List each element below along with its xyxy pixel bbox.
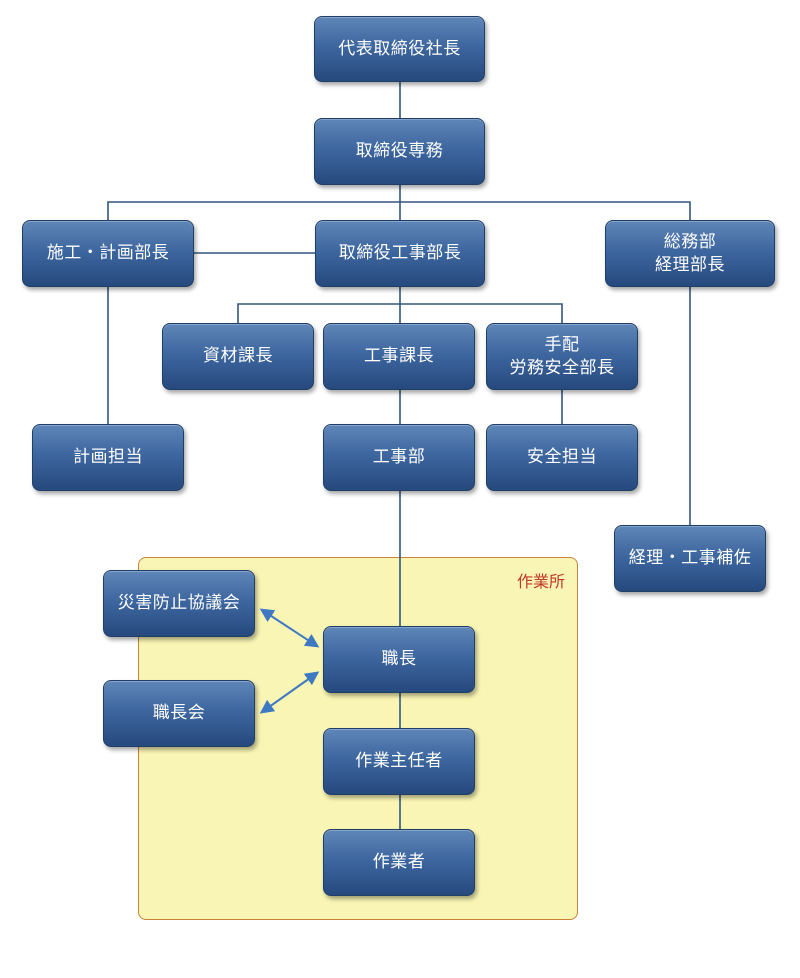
- node-general-affairs: 総務部 経理部長: [605, 220, 775, 287]
- node-work-supervisor: 作業主任者: [323, 728, 475, 795]
- node-accounting-assistant: 経理・工事補佐: [614, 525, 766, 592]
- node-worker: 作業者: [323, 829, 475, 896]
- line-top-branch: [107, 201, 691, 220]
- node-construction-director: 取締役工事部長: [315, 220, 485, 287]
- node-construction-chief: 工事課長: [323, 323, 475, 390]
- node-senior-director: 取締役専務: [314, 118, 485, 185]
- arrow-council-foreman: [259, 608, 320, 648]
- node-planning-staff: 計画担当: [32, 424, 184, 491]
- node-foreman: 職長: [323, 626, 475, 693]
- node-foreman-meeting: 職長会: [103, 680, 255, 747]
- arrow-meeting-foreman: [259, 671, 320, 714]
- line-mid-branch: [237, 303, 563, 323]
- node-construction-dept: 工事部: [323, 424, 475, 491]
- node-ceo: 代表取締役社長: [314, 16, 485, 82]
- worksite-label: 作業所: [516, 572, 565, 591]
- node-safety-staff: 安全担当: [486, 424, 638, 491]
- node-disaster-council: 災害防止協議会: [103, 570, 255, 637]
- node-planning-manager: 施工・計画部長: [22, 220, 194, 287]
- node-materials-chief: 資材課長: [162, 323, 314, 390]
- node-labor-safety: 手配 労務安全部長: [486, 323, 638, 390]
